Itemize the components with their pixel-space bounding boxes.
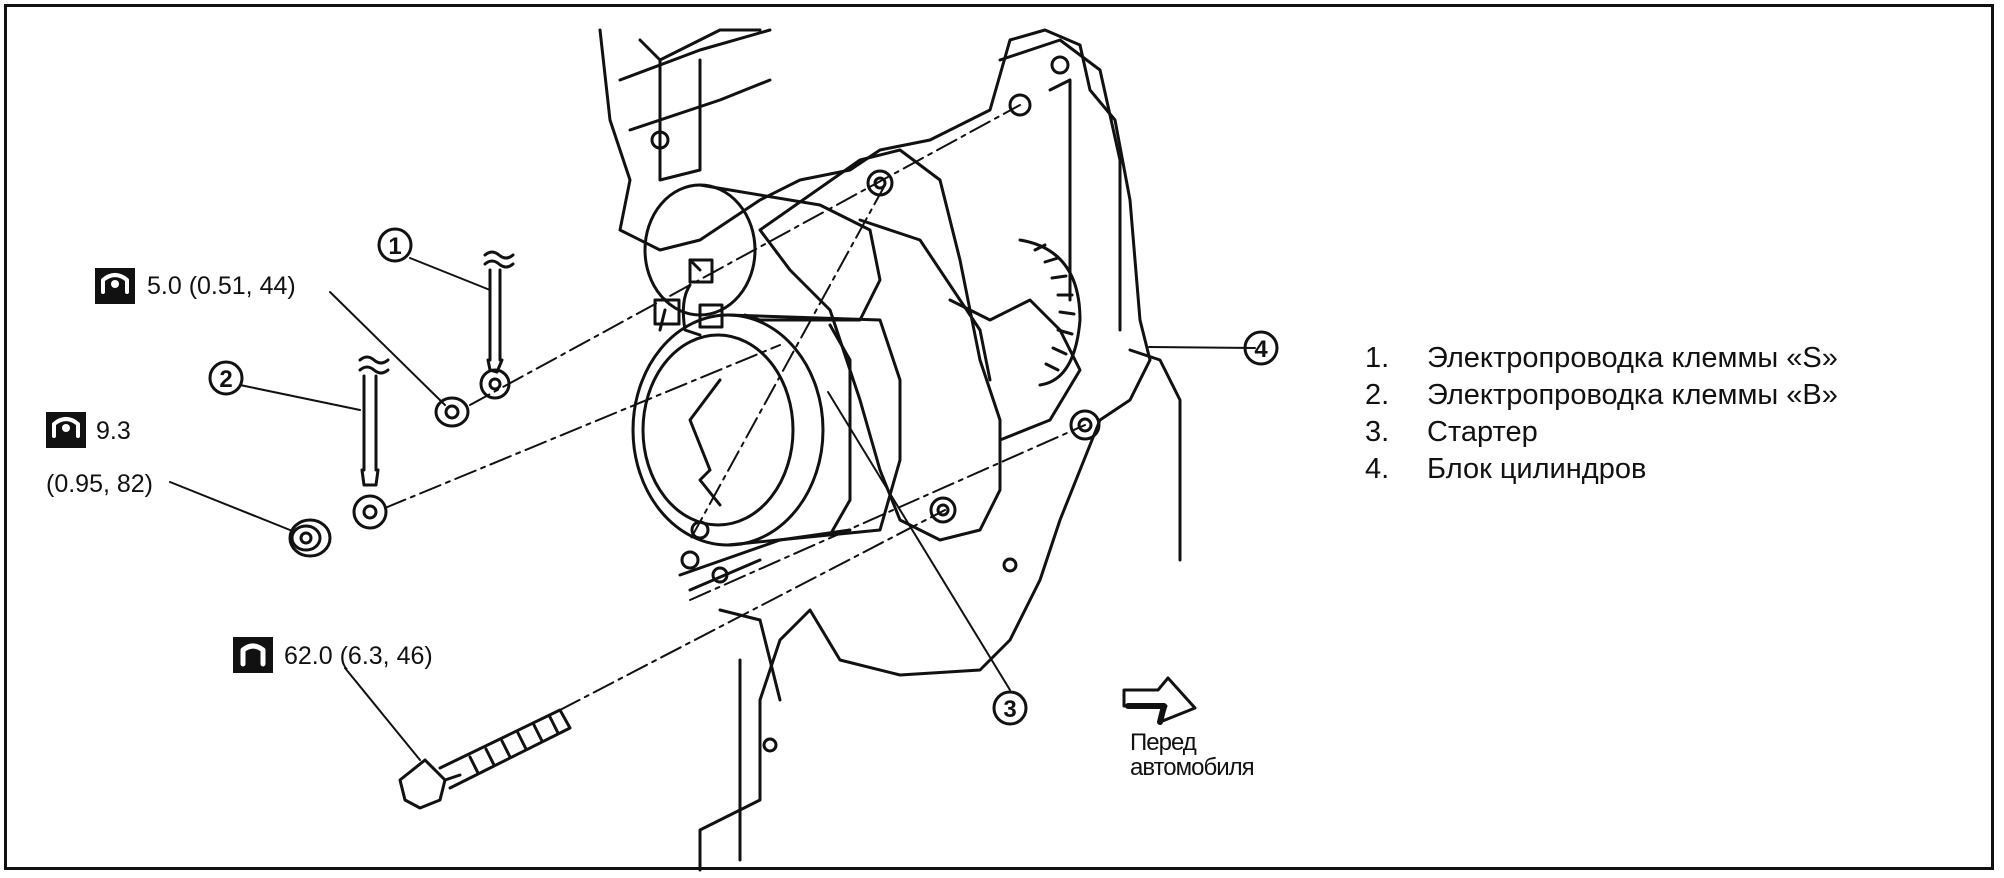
torque-wrench-icon xyxy=(95,268,135,304)
assembly-lines xyxy=(384,104,1086,711)
legend-item: 1. Электропроводка клеммы «S» xyxy=(1365,340,1838,377)
legend-item-number: 4. xyxy=(1365,453,1390,485)
callout-2-number: 2 xyxy=(219,366,232,393)
parts-legend: 1. Электропроводка клеммы «S» 2. Электро… xyxy=(1365,340,1838,488)
callout-3: 3 xyxy=(992,690,1028,726)
callout-4-number: 4 xyxy=(1254,336,1268,363)
callout-1-number: 1 xyxy=(388,233,401,260)
torque-label-b-nut-detail: (0.95, 82) xyxy=(46,470,154,498)
cylinder-block xyxy=(598,28,1182,872)
callout-3-number: 3 xyxy=(1003,696,1016,723)
wire-terminal-s xyxy=(479,250,515,400)
callout-1: 1 xyxy=(377,227,413,263)
legend-item-label: Стартер xyxy=(1427,416,1538,448)
ring-gear xyxy=(1018,238,1082,387)
starter-mounting-flange xyxy=(758,148,1082,542)
torque-label-bolt: 62.0 (6.3, 46) xyxy=(284,642,433,670)
callout-2: 2 xyxy=(208,360,244,396)
torque-wrench-icon xyxy=(46,412,86,448)
solenoid-terminals xyxy=(653,258,724,332)
diagram-frame xyxy=(4,4,1994,870)
starter-motor xyxy=(631,183,992,592)
legend-item: 3. Стартер xyxy=(1365,414,1838,451)
leader-lines xyxy=(169,257,1256,761)
legend-item: 2. Электропроводка клеммы «B» xyxy=(1365,377,1838,414)
legend-item-label: Электропроводка клеммы «B» xyxy=(1427,379,1838,411)
torque-wrench-icon xyxy=(233,637,273,673)
front-label-line2: автомобиля xyxy=(1130,754,1255,781)
front-direction-arrow-icon xyxy=(1122,676,1197,725)
legend-item-label: Блок цилиндров xyxy=(1427,453,1647,485)
legend-item-number: 3. xyxy=(1365,416,1390,448)
mounting-bolt xyxy=(398,708,572,810)
wire-terminal-b xyxy=(352,355,390,530)
legend-item-number: 2. xyxy=(1365,379,1390,411)
front-label-line1: Перед xyxy=(1130,729,1197,756)
torque-label-b-nut-value: 9.3 xyxy=(96,417,131,445)
front-of-vehicle-label: Перед автомобиля xyxy=(1130,730,1280,780)
legend-item: 4. Блок цилиндров xyxy=(1365,451,1838,488)
callout-4: 4 xyxy=(1243,330,1279,366)
legend-item-label: Электропроводка клеммы «S» xyxy=(1427,342,1838,374)
legend-item-number: 1. xyxy=(1365,342,1390,374)
torque-label-s-nut: 5.0 (0.51, 44) xyxy=(147,272,296,300)
nut-s xyxy=(434,396,470,428)
nut-b xyxy=(288,518,332,558)
